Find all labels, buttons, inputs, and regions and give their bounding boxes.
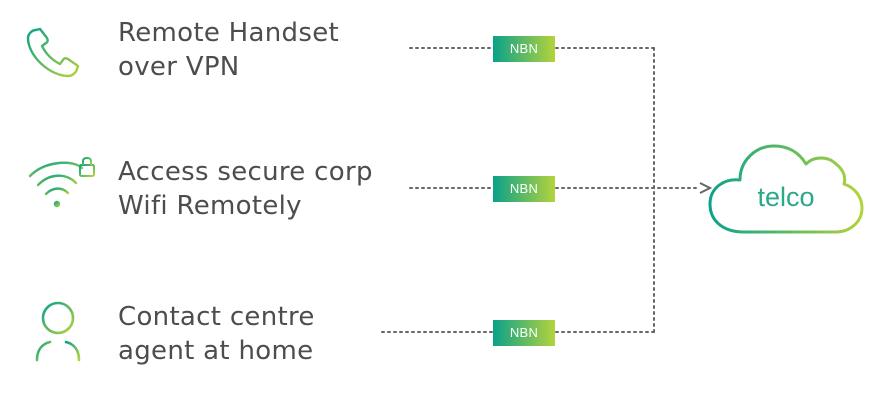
badge-bg [493, 176, 555, 202]
telco-cloud: telco [704, 134, 868, 244]
label-line-1: Remote Handset [118, 18, 339, 48]
badge-label: NBN [509, 41, 539, 56]
person-icon [30, 300, 86, 370]
badge-bg [493, 36, 555, 62]
nbn-badge-1: NBN [493, 36, 555, 62]
nbn-badge-2: NBN [493, 176, 555, 202]
label-line-2: over VPN [118, 52, 240, 82]
nbn-badge-3: NBN [493, 320, 555, 346]
label-line-2: agent at home [118, 336, 314, 366]
label-contact-centre: Contact centre agent at home [118, 300, 315, 368]
phone-icon [24, 26, 84, 84]
label-secure-wifi: Access secure corp Wifi Remotely [118, 155, 373, 223]
arrow-head-icon [699, 182, 713, 194]
label-line-1: Access secure corp [118, 157, 373, 187]
badge-bg [493, 320, 555, 346]
label-line-2: Wifi Remotely [118, 191, 302, 221]
badge-label: NBN [509, 181, 539, 196]
label-remote-handset: Remote Handset over VPN [118, 16, 339, 84]
cloud-icon: telco [708, 144, 864, 234]
wifi-lock-icon [24, 152, 100, 216]
label-line-1: Contact centre [118, 302, 315, 332]
badge-label: NBN [509, 325, 539, 340]
cloud-label: telco [757, 182, 814, 212]
